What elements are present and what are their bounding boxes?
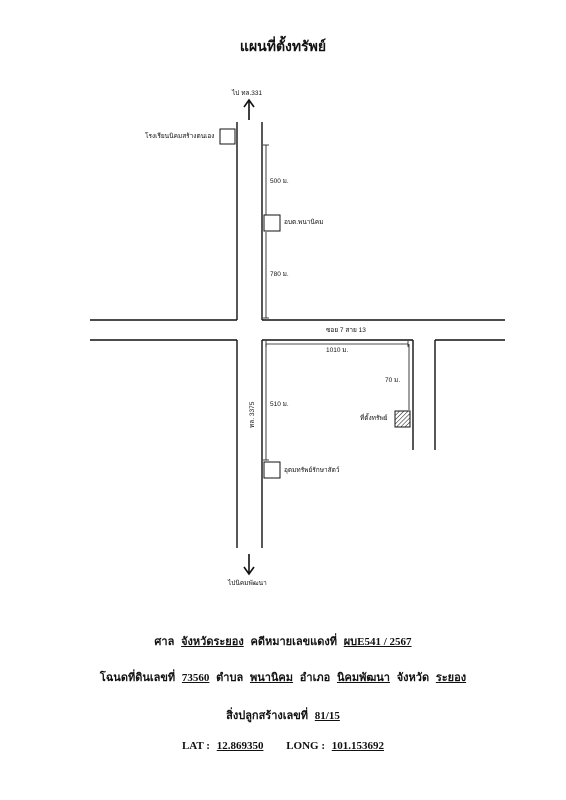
label-property: ที่ตั้งทรัพย์ [360,413,388,422]
building-value: 81/15 [314,710,340,722]
label-to-top: ไป ทล.331 [231,89,263,97]
province-value: ระยอง [435,672,467,684]
label-tambon-office: อบต.พนานิคม [284,218,324,226]
tambon-value: พนานิคม [249,672,294,684]
long-label: LONG : [286,740,326,752]
label-dist-70: 70 ม. [385,377,400,384]
amphoe-label: อำเภอ [299,672,331,684]
label-soi: ซอย 7 สาย 13 [326,327,366,334]
coords-line: LAT : 12.869350 LONG : 101.153692 [0,740,566,752]
north-arrow-head [243,98,255,108]
case-value: ผบE541 / 2567 [343,636,412,648]
label-dist-1010: 1010 ม. [326,347,349,354]
label-school: โรงเรียนนิคมสร้างตนเอง [145,132,214,140]
province-label: จังหวัด [396,672,430,684]
long-value: 101.153692 [331,740,385,752]
property-marker [394,410,411,428]
tambon-label: ตำบล [216,672,244,684]
school-marker [219,128,236,145]
court-line: ศาล จังหวัดระยอง คดีหมายเลขแดงที่ ผบE541… [0,632,566,650]
tambon-office-marker [263,214,281,232]
court-value: จังหวัดระยอง [181,636,244,648]
amphoe-value: นิคมพัฒนา [336,672,390,684]
label-dist-780: 780 ม. [270,271,289,278]
label-dist-500: 500 ม. [270,178,289,185]
label-park: อุตมทรัพย์รักษาสัตว์ [284,466,340,474]
park-marker [263,461,281,479]
label-to-bottom: ไปนิคมพัฒนา [227,579,267,587]
label-road-375: ทล. 3375 [249,401,256,428]
building-label: สิ่งปลูกสร้างเลขที่ [226,710,309,722]
lat-value: 12.869350 [216,740,264,752]
lat-label: LAT : [181,740,210,752]
court-label: ศาล [154,636,175,648]
deed-value: 73560 [181,672,210,684]
map-title: แผนที่ตั้งทรัพย์ [239,39,327,55]
deed-label: โฉนดที่ดินเลขที่ [99,672,176,684]
label-dist-510: 510 ม. [270,401,289,408]
south-arrow-head [243,566,255,576]
building-line: สิ่งปลูกสร้างเลขที่ 81/15 [0,706,566,724]
deed-line: โฉนดที่ดินเลขที่ 73560 ตำบล พนานิคม อำเภ… [0,668,566,686]
case-label: คดีหมายเลขแดงที่ [250,636,337,648]
